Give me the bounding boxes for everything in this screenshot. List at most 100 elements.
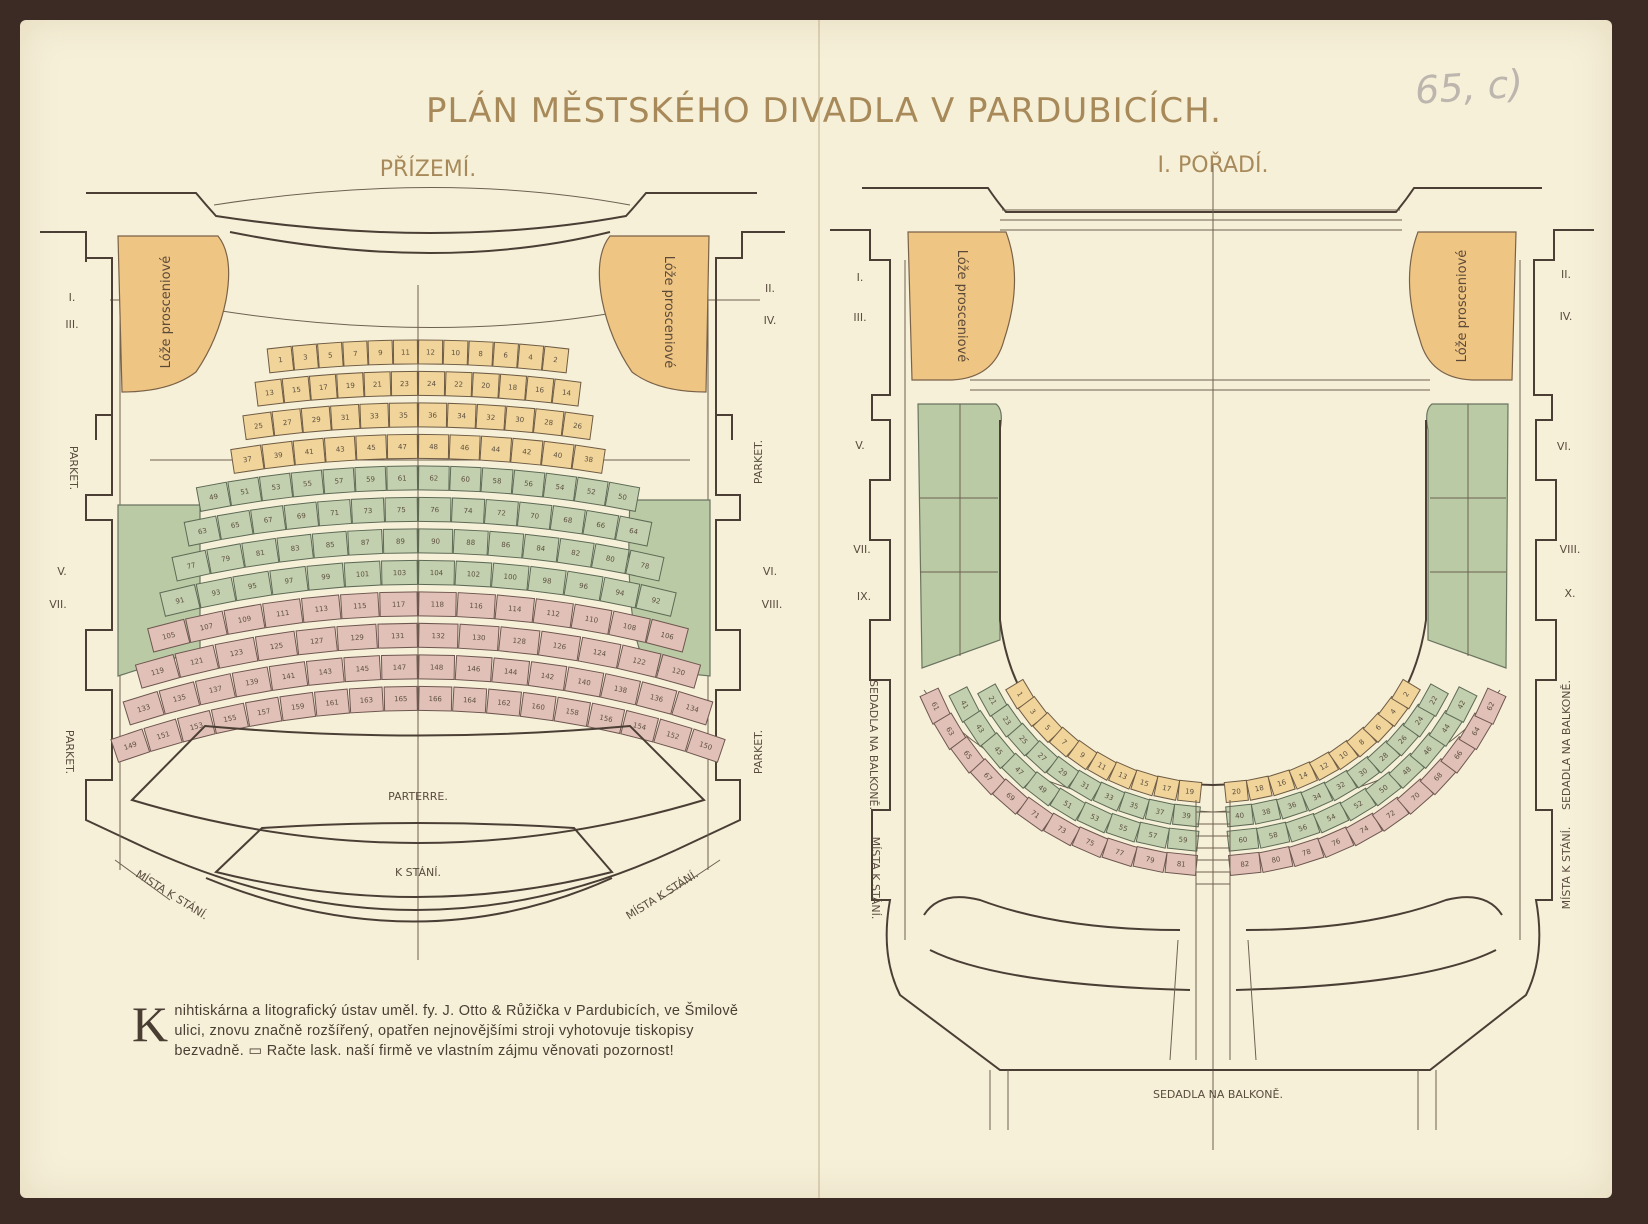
parket-seat: 124 xyxy=(577,636,622,669)
seat-number: 102 xyxy=(466,570,480,579)
seat-number: 59 xyxy=(1178,836,1188,845)
seat-number: 33 xyxy=(370,412,379,420)
parket-seat: 95 xyxy=(232,570,273,602)
parket-seat: 24 xyxy=(417,370,446,397)
parket-seat: 46 xyxy=(448,434,481,461)
seat-number: 38 xyxy=(1261,807,1271,817)
seat-box xyxy=(553,696,592,728)
box-label-VII: VII. xyxy=(49,598,67,611)
parket-seat: 51 xyxy=(227,476,263,507)
seat-box xyxy=(258,472,294,502)
balcony-seat-left: 81 xyxy=(1164,851,1199,876)
seat-number: 71 xyxy=(1029,809,1041,821)
seat-number: 2 xyxy=(1402,690,1411,698)
balcony-seat-left: 53 xyxy=(1076,801,1114,834)
parket-seat: 163 xyxy=(348,686,384,714)
seat-number: 108 xyxy=(622,622,637,633)
parket-seat: 69 xyxy=(283,501,320,530)
seat-number: 128 xyxy=(512,637,526,646)
seat-number: 10 xyxy=(451,349,460,357)
parket-seat: 97 xyxy=(269,565,309,596)
parket-seat: 164 xyxy=(452,686,488,714)
balcony-seat-right: 58 xyxy=(1255,821,1291,849)
box-label-VIII: VIII. xyxy=(762,598,783,611)
seat-number: 75 xyxy=(1084,837,1095,848)
seat-box xyxy=(231,666,273,698)
seat-number: 88 xyxy=(466,539,475,547)
seat-box xyxy=(122,690,165,726)
seat-number: 50 xyxy=(1378,783,1390,795)
parket-seat: 115 xyxy=(340,592,380,620)
balcony-seat-right: 2 xyxy=(1391,678,1421,710)
seat-number: 92 xyxy=(651,596,662,606)
balcony-seat-right: 62 xyxy=(1474,687,1507,725)
seat-number: 151 xyxy=(156,730,171,741)
seat-box xyxy=(313,688,351,717)
seat-number: 101 xyxy=(356,570,370,579)
seat-number: 68 xyxy=(1432,771,1444,783)
proscenium-loge-left xyxy=(117,235,230,393)
seat-number: 36 xyxy=(428,412,438,420)
seat-number: 94 xyxy=(615,588,626,598)
seat-box xyxy=(449,465,482,493)
seat-number: 118 xyxy=(431,601,445,609)
seat-box xyxy=(452,528,489,556)
balcony-seat-right: 46 xyxy=(1409,732,1446,770)
seat-box xyxy=(635,584,677,617)
balcony-seat-right: 16 xyxy=(1267,769,1296,797)
seat-box xyxy=(527,565,567,596)
seat-box xyxy=(1223,779,1249,804)
seat-number: 31 xyxy=(341,413,350,422)
seat-box xyxy=(1474,687,1507,725)
seat-number: 54 xyxy=(555,483,565,492)
seat-box xyxy=(1118,791,1151,820)
parket-seat: 55 xyxy=(290,469,325,498)
seat-number: 70 xyxy=(530,512,540,521)
seat-box xyxy=(292,437,326,466)
parket-label-left-top: PARKET. xyxy=(67,446,80,490)
seat-number: 161 xyxy=(325,698,339,707)
seat-box xyxy=(269,565,309,596)
parket-seat: 6 xyxy=(492,341,519,369)
seat-box xyxy=(516,501,553,530)
seat-box xyxy=(442,339,469,366)
parket-seat: 157 xyxy=(244,696,283,728)
seat-number: 4 xyxy=(1389,707,1398,716)
parket-seat: 101 xyxy=(343,560,382,588)
ground-floor-plan: Lóže prosceniové Lóže prosceniové I. III… xyxy=(40,187,785,960)
seat-box xyxy=(563,570,604,602)
seat-number: 26 xyxy=(573,422,583,431)
parket-seat: 165 xyxy=(383,685,418,712)
seat-number: 84 xyxy=(536,544,546,553)
seat-box xyxy=(317,341,344,369)
seat-number: 48 xyxy=(1401,765,1413,777)
seat-number: 11 xyxy=(1096,761,1108,772)
seat-number: 160 xyxy=(531,702,545,712)
seat-box xyxy=(1255,821,1291,849)
balcony-seat-left: 55 xyxy=(1105,812,1142,843)
seat-number: 63 xyxy=(944,726,955,738)
seat-box xyxy=(524,375,555,404)
tier-box-I: I. xyxy=(857,271,864,284)
seat-number: 27 xyxy=(282,418,292,427)
seat-box xyxy=(1092,781,1126,812)
balcony-seat-right: 80 xyxy=(1258,845,1294,874)
parket-seat: 98 xyxy=(527,565,567,596)
parket-seat: 72 xyxy=(483,498,519,527)
tier-side-boxes-right xyxy=(1426,403,1509,669)
seat-box xyxy=(300,405,332,434)
parket-seat: 118 xyxy=(417,591,457,618)
box-label-III: III. xyxy=(65,318,78,331)
seat-number: 138 xyxy=(613,684,628,695)
seat-number: 73 xyxy=(1056,824,1068,835)
parket-seat: 82 xyxy=(556,537,595,568)
parket-seat: 9 xyxy=(367,339,394,366)
seat-box xyxy=(185,610,228,644)
seat-box xyxy=(262,598,304,629)
seat-number: 48 xyxy=(429,443,438,451)
parket-seat: 26 xyxy=(561,411,594,441)
seat-number: 7 xyxy=(353,350,358,358)
parket-seat: 56 xyxy=(511,469,546,498)
seat-number: 47 xyxy=(398,443,407,451)
seat-number: 8 xyxy=(478,350,483,358)
